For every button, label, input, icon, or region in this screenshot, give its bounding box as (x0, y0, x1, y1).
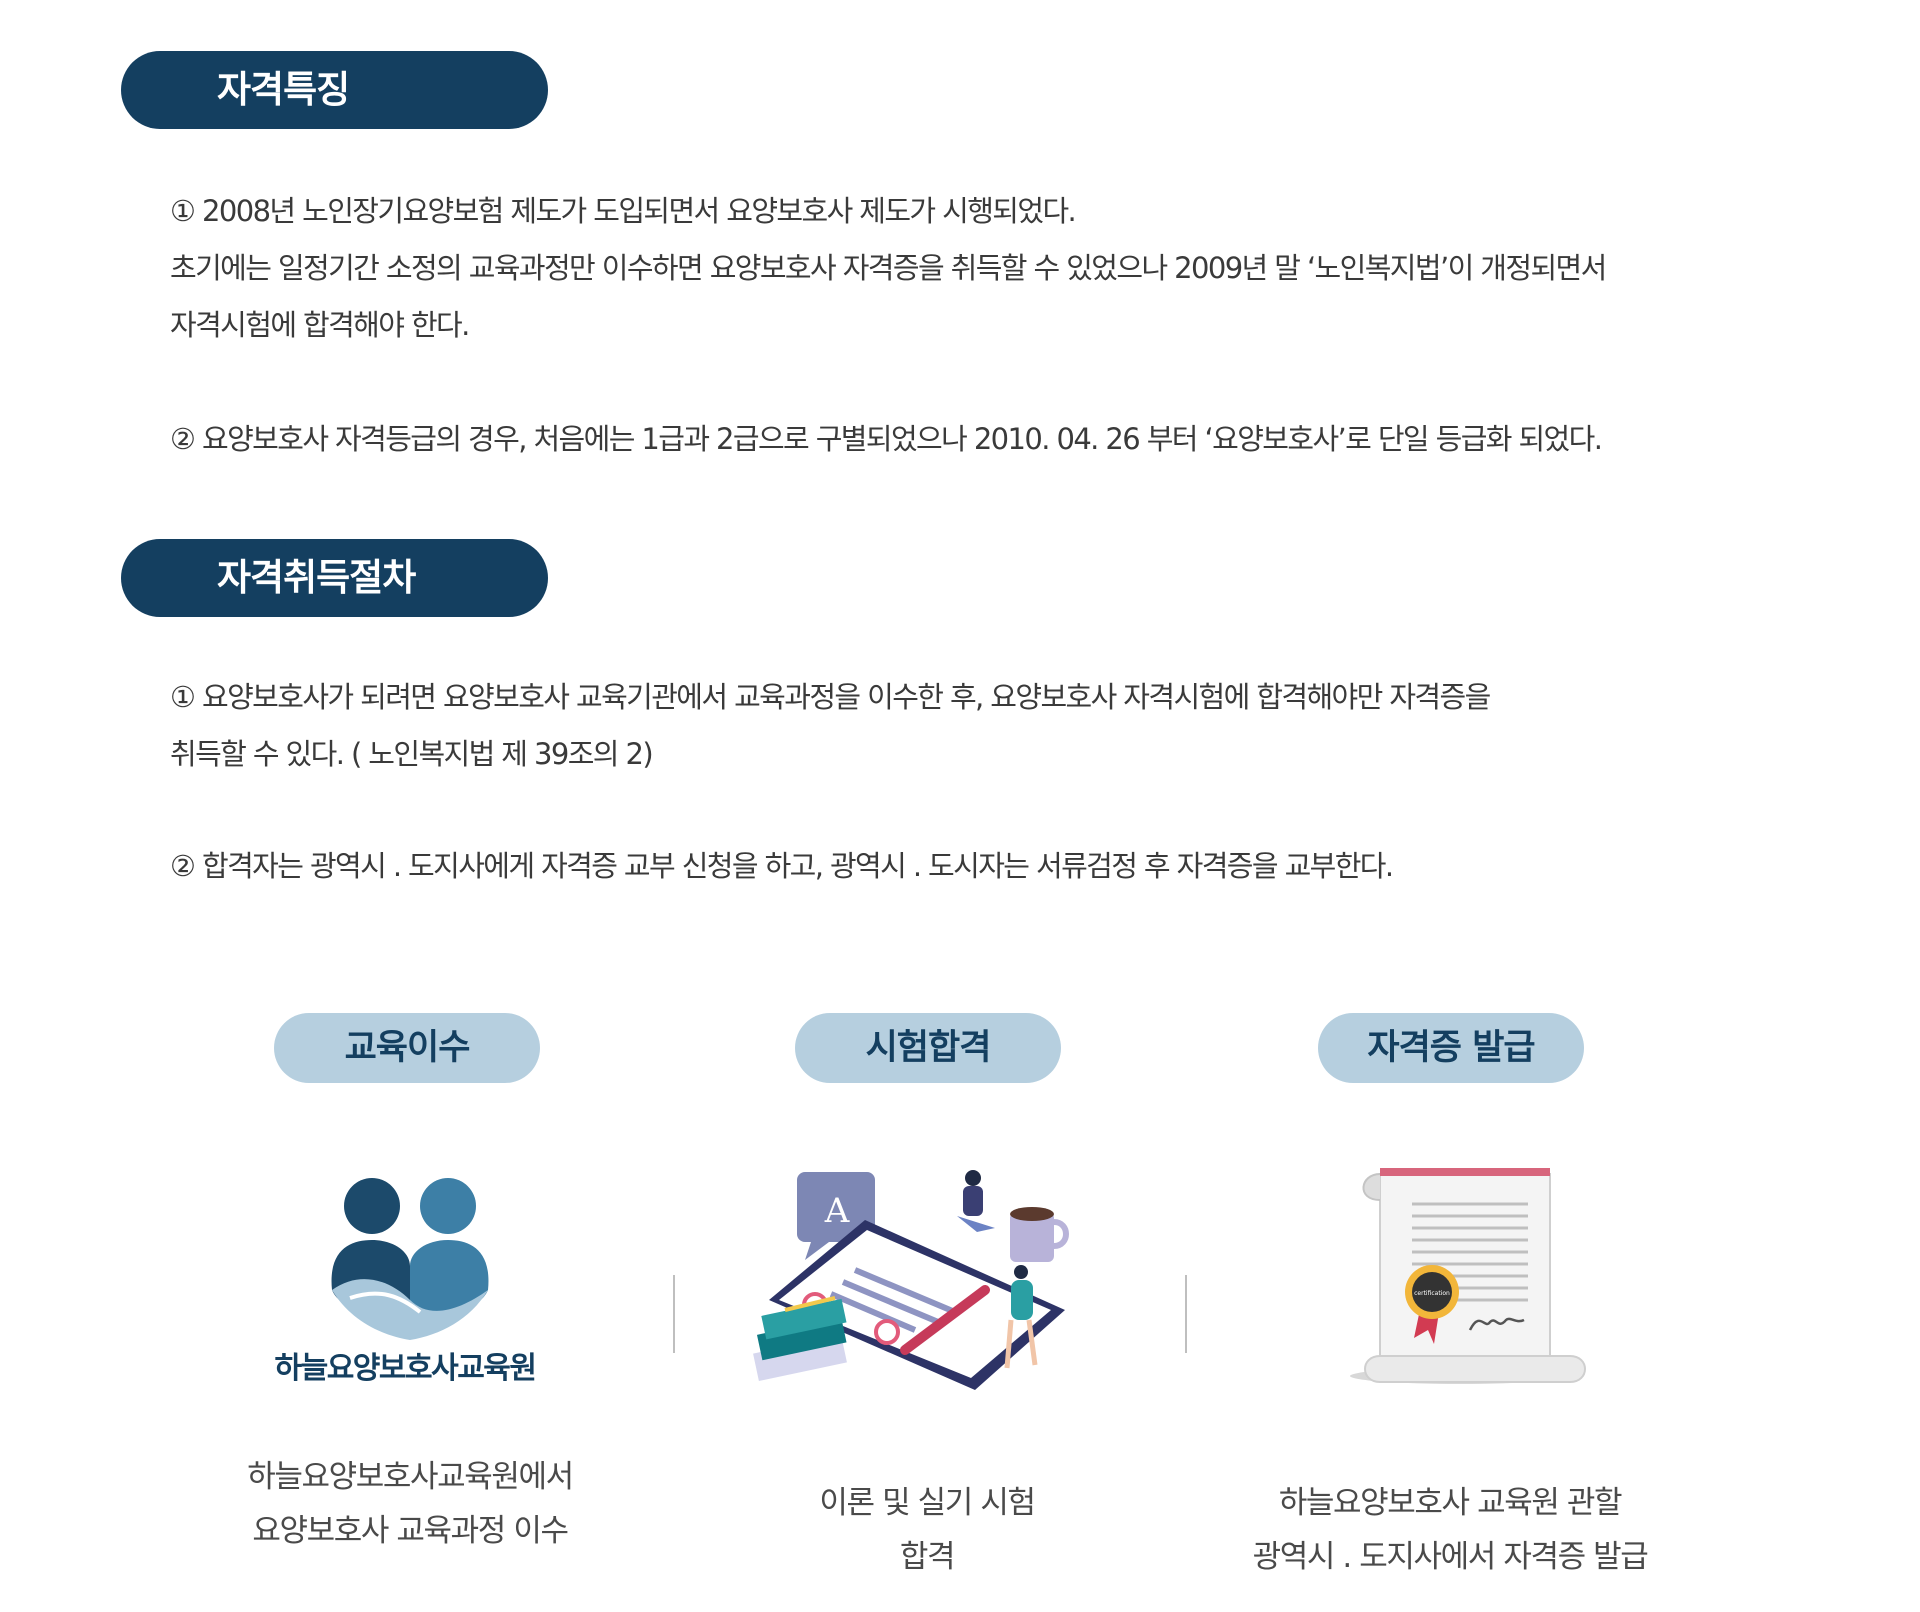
acquisition-procedure-paragraph-1: ① 요양보호사가 되려면 요양보호사 교육기관에서 교육과정을 이수한 후, 요… (170, 669, 1810, 783)
paragraph-line: ① 요양보호사가 되려면 요양보호사 교육기관에서 교육과정을 이수한 후, 요… (170, 680, 1491, 714)
qualification-features-paragraph-2: ② 요양보호사 자격등급의 경우, 처음에는 1급과 2급으로 구별되었으나 2… (170, 411, 1810, 468)
step-label-exam: 시험합격 (795, 1013, 1061, 1083)
academy-logo-text: 하늘요양보호사교육원 (274, 1351, 538, 1386)
step-divider (673, 1275, 675, 1353)
description-line: 합격 (899, 1539, 956, 1575)
paragraph-line: 초기에는 일정기간 소정의 교육과정만 이수하면 요양보호사 자격증을 취득할 … (170, 251, 1607, 285)
paragraph-line: ② 요양보호사 자격등급의 경우, 처음에는 1급과 2급으로 구별되었으나 2… (170, 422, 1603, 456)
description-line: 이론 및 실기 시험 (819, 1485, 1036, 1521)
paragraph-line: ② 합격자는 광역시 . 도지사에게 자격증 교부 신청을 하고, 광역시 . … (170, 849, 1394, 883)
section-title-qualification-features: 자격특징 (121, 51, 548, 129)
description-line: 광역시 . 도지사에서 자격증 발급 (1252, 1539, 1649, 1575)
step-label-education: 교육이수 (274, 1013, 540, 1083)
paragraph-line: 자격시험에 합격해야 한다. (170, 308, 470, 342)
qualification-features-paragraph-1: ① 2008년 노인장기요양보험 제도가 도입되면서 요양보호사 제도가 시행되… (170, 183, 1810, 354)
academy-logo-icon (310, 1170, 520, 1440)
paragraph-line: ① 2008년 노인장기요양보험 제도가 도입되면서 요양보호사 제도가 시행되… (170, 194, 1077, 228)
description-line: 요양보호사 교육과정 이수 (252, 1513, 569, 1549)
description-line: 하늘요양보호사 교육원 관할 (1278, 1485, 1623, 1521)
step-description-exam: 이론 및 실기 시험 합격 (697, 1476, 1157, 1584)
step-divider (1185, 1275, 1187, 1353)
exam-clipboard-icon: A (745, 1160, 1115, 1420)
certificate-badge-text: certification (1414, 1290, 1450, 1297)
svg-text:A: A (824, 1191, 850, 1231)
paragraph-line: 취득할 수 있다. ( 노인복지법 제 39조의 2) (170, 737, 654, 771)
section-title-acquisition-procedure: 자격취득절차 (121, 539, 548, 617)
certificate-scroll-icon: certification (1320, 1160, 1590, 1390)
description-line: 하늘요양보호사교육원에서 (247, 1459, 574, 1495)
step-description-certificate: 하늘요양보호사 교육원 관할 광역시 . 도지사에서 자격증 발급 (1220, 1476, 1680, 1584)
acquisition-procedure-paragraph-2: ② 합격자는 광역시 . 도지사에게 자격증 교부 신청을 하고, 광역시 . … (170, 838, 1810, 895)
step-description-education: 하늘요양보호사교육원에서 요양보호사 교육과정 이수 (180, 1450, 640, 1558)
step-label-certificate: 자격증 발급 (1318, 1013, 1584, 1083)
